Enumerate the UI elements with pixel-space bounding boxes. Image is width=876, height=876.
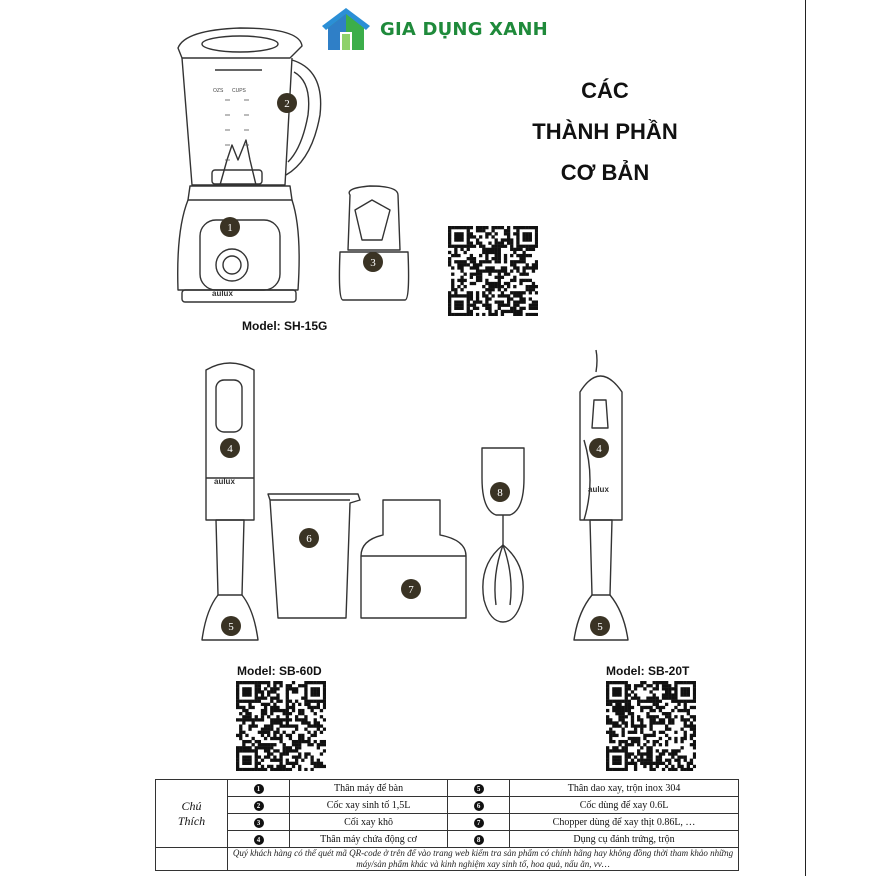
legend-title: Chú Thích bbox=[155, 779, 228, 848]
legend-number: 4 bbox=[253, 834, 264, 845]
legend-table: Chú Thích 1 Thân máy để bàn 5 Thân dao x… bbox=[155, 779, 739, 871]
legend-description: Thân dao xay, trộn inox 304 bbox=[509, 779, 739, 797]
badge-3: 3 bbox=[370, 257, 376, 269]
legend-row: Chú Thích 1 Thân máy để bàn 5 Thân dao x… bbox=[155, 779, 739, 848]
product-brand-label: aulux bbox=[214, 477, 235, 486]
hand-blender-left bbox=[201, 362, 259, 641]
whisk bbox=[481, 447, 525, 623]
legend-description: Thân máy chứa động cơ bbox=[288, 830, 449, 848]
model-label-sb60d: Model: SB-60D bbox=[237, 664, 322, 678]
qr-code-icon[interactable] bbox=[236, 681, 326, 771]
badge-1: 1 bbox=[227, 222, 233, 234]
badge-2: 2 bbox=[284, 98, 290, 110]
brand-name: GIA DỤNG XANH bbox=[380, 18, 548, 40]
hand-blender-right bbox=[573, 349, 629, 641]
badge-4: 4 bbox=[227, 443, 233, 455]
legend-note: Quý khách hàng có thể quét mã QR-code ở … bbox=[227, 847, 739, 871]
badge-5: 5 bbox=[597, 621, 603, 633]
dry-mill bbox=[338, 185, 410, 301]
qr-code-icon[interactable] bbox=[448, 226, 538, 316]
qr-code-icon[interactable] bbox=[606, 681, 696, 771]
legend-title-line-2: Thích bbox=[177, 813, 206, 828]
legend-row: 3 Cối xay khô 7 Chopper dùng để xay thịt… bbox=[156, 813, 739, 831]
legend-note-row: Quý khách hàng có thể quét mã QR-code ở … bbox=[155, 847, 739, 871]
brand-logo: GIA DỤNG XANH bbox=[320, 6, 548, 52]
page-border bbox=[805, 0, 806, 876]
legend-number: 5 bbox=[473, 783, 484, 794]
legend-description: Cốc dùng để xay 0.6L bbox=[509, 796, 739, 814]
legend-description: Cối xay khô bbox=[288, 813, 449, 831]
blender-jar bbox=[177, 27, 322, 186]
legend-number: 3 bbox=[253, 817, 264, 828]
part-badges: 1 2 3 4 5 6 7 8 4 5 bbox=[220, 93, 610, 636]
legend-description: Chopper dùng để xay thịt 0.86L, … bbox=[509, 813, 739, 831]
title-line-2: THÀNH PHẦN bbox=[532, 119, 678, 144]
legend-number: 1 bbox=[253, 783, 264, 794]
cup-marking-ozs: OZS bbox=[213, 88, 224, 94]
legend-row: 4 Thân máy chứa động cơ 8 Dụng cụ đánh t… bbox=[156, 830, 739, 848]
legend-number: 8 bbox=[473, 834, 484, 845]
product-brand-label: aulux bbox=[588, 485, 609, 494]
badge-6: 6 bbox=[306, 533, 312, 545]
legend-number: 2 bbox=[253, 800, 264, 811]
title-line-3: CƠ BẢN bbox=[560, 160, 650, 185]
title-line-1: CÁC bbox=[581, 78, 629, 103]
legend-title-line-1: Chú bbox=[181, 798, 202, 813]
chopper bbox=[360, 499, 467, 619]
badge-7: 7 bbox=[408, 584, 414, 596]
legend-row: 2 Cốc xay sinh tố 1,5L 6 Cốc dùng để xay… bbox=[156, 796, 739, 814]
legend-description: Thân máy để bàn bbox=[288, 779, 449, 797]
legend-description: Cốc xay sinh tố 1,5L bbox=[288, 796, 449, 814]
legend-number: 7 bbox=[473, 817, 484, 828]
cup-marking-cups: CUPS bbox=[232, 88, 247, 94]
model-label-sh15g: Model: SH-15G bbox=[242, 319, 328, 333]
badge-8: 8 bbox=[497, 487, 503, 499]
badge-4: 4 bbox=[596, 443, 602, 455]
model-label-sb20t: Model: SB-20T bbox=[606, 664, 690, 678]
legend-description: Dụng cụ đánh trứng, trộn bbox=[509, 830, 739, 848]
blender-base bbox=[177, 185, 300, 303]
badge-5: 5 bbox=[228, 621, 234, 633]
house-logo-icon bbox=[322, 8, 370, 50]
legend-number: 6 bbox=[473, 800, 484, 811]
product-brand-label: aulux bbox=[212, 289, 233, 298]
measuring-cup bbox=[267, 493, 361, 619]
page-title: CÁC THÀNH PHẦN CƠ BẢN bbox=[500, 70, 710, 193]
